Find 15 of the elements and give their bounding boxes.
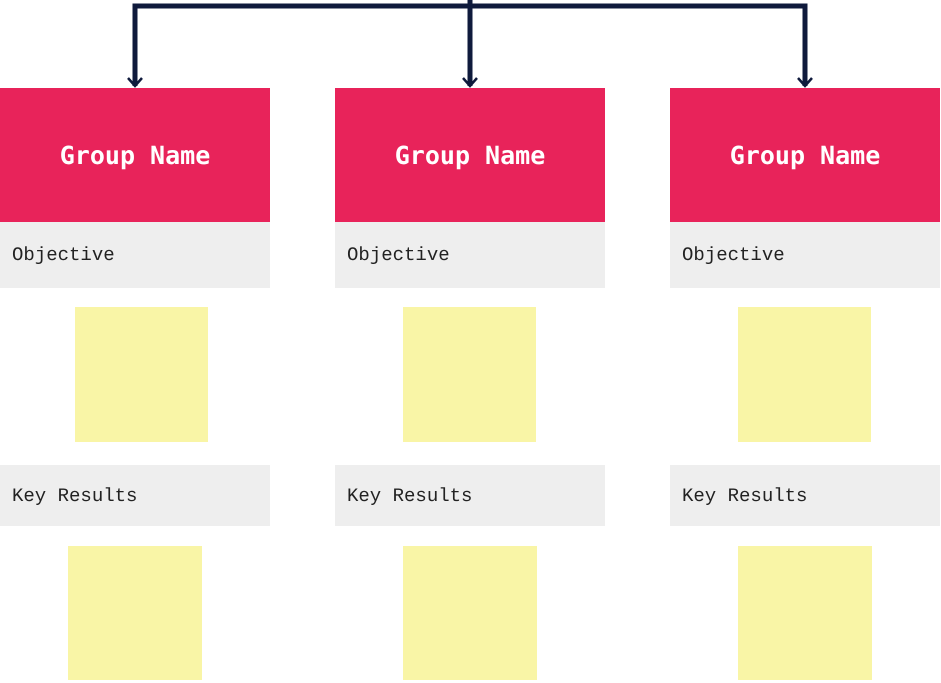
section-label: Key Results <box>335 465 605 526</box>
sticky-note <box>403 307 536 442</box>
group-header: Group Name <box>0 88 270 222</box>
section-label: Objective <box>0 222 270 288</box>
sticky-note <box>738 546 872 680</box>
sticky-note <box>738 307 871 442</box>
sticky-note <box>403 546 537 680</box>
section-label: Objective <box>335 222 605 288</box>
group-header: Group Name <box>670 88 940 222</box>
section-label: Key Results <box>0 465 270 526</box>
sticky-note <box>68 546 202 680</box>
section-label: Key Results <box>670 465 940 526</box>
sticky-note <box>75 307 208 442</box>
group-header: Group Name <box>335 88 605 222</box>
section-label: Objective <box>670 222 940 288</box>
